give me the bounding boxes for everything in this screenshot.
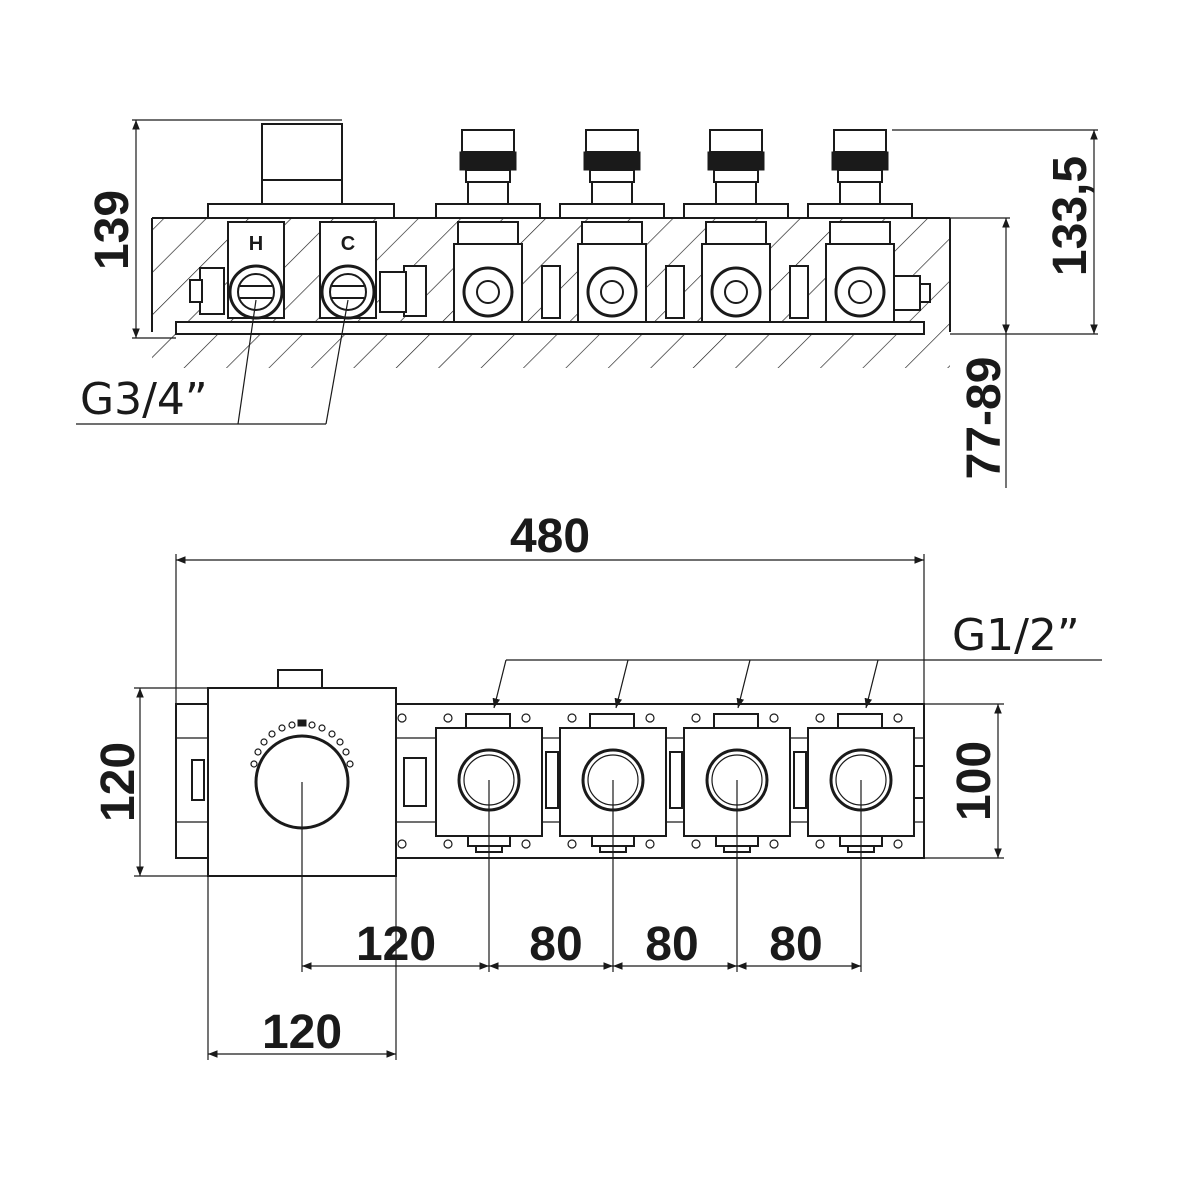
dim-spacing-second: 80 <box>529 918 582 971</box>
inlet-thread-callout: G3/4” <box>76 299 349 425</box>
thermostat-housing <box>189 123 427 317</box>
end-fittings <box>191 669 925 807</box>
dim-total-width: 480 <box>510 510 590 563</box>
dim-height-trim: 133,5 <box>1044 156 1097 276</box>
cold-mark: C <box>341 233 355 255</box>
dim-plate-width-label: 120 <box>262 1006 342 1059</box>
dim-480: 480 <box>175 510 925 858</box>
dim-plate-width: 120 <box>207 876 397 1060</box>
temperature-scale <box>250 719 354 768</box>
mounting-holes <box>397 713 903 849</box>
shutoff-valve-side-4 <box>807 129 913 323</box>
hot-mark: H <box>249 233 263 255</box>
dim-body-height: 100 <box>924 703 1004 859</box>
valve-connectors <box>541 265 931 319</box>
dim-133-5: 133,5 <box>892 129 1098 335</box>
outlet-thread-label: G1/2” <box>952 610 1080 661</box>
dim-spacing: 120 80 80 80 <box>301 780 862 972</box>
dim-body-height-label: 100 <box>948 741 1001 821</box>
shutoff-valve-side-1 <box>435 129 541 323</box>
dim-plate-height-label: 120 <box>92 742 145 822</box>
dim-139: 139 <box>86 119 342 339</box>
side-view: H C <box>76 119 1098 488</box>
front-view: 480 G1/2” 120 100 <box>92 510 1102 1060</box>
cold-inlet: C <box>319 221 377 320</box>
dim-height-overall: 139 <box>86 190 139 270</box>
dim-spacing-third: 80 <box>645 918 698 971</box>
body-connectors <box>545 751 807 809</box>
shutoff-valve-side-2 <box>559 129 665 323</box>
shutoff-valve-side-3 <box>683 129 789 323</box>
dim-77-89: 77-89 <box>950 217 1011 488</box>
mounting-plate <box>175 321 925 335</box>
dim-spacing-fourth: 80 <box>769 918 822 971</box>
inlet-thread-label: G3/4” <box>80 374 208 425</box>
dim-wall-depth: 77-89 <box>958 357 1011 480</box>
outlet-thread-callout: G1/2” <box>492 610 1102 709</box>
dim-plate-height: 120 <box>92 687 208 877</box>
